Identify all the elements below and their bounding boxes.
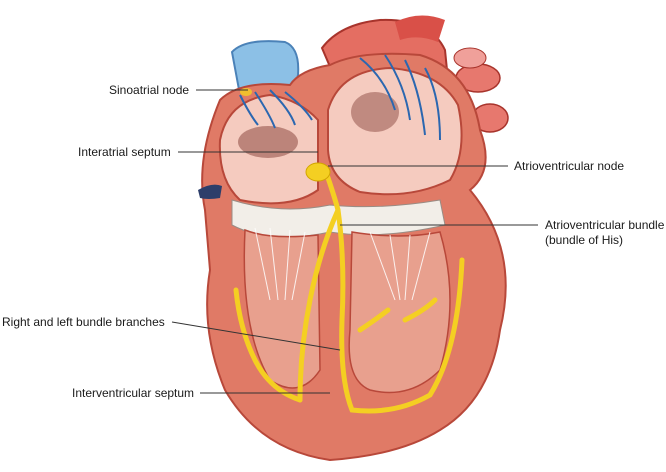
label-interatrial-septum: Interatrial septum: [78, 145, 171, 159]
label-atrioventricular-node: Atrioventricular node: [514, 159, 625, 173]
label-atrioventricular-bundle: Atrioventricular bundle: [545, 218, 665, 232]
chordae-tendineae: [254, 227, 431, 301]
left-ventricle: [348, 231, 451, 394]
av-node: [305, 162, 331, 182]
vena-cava-opening: [198, 184, 222, 199]
leader-lines: [171, 89, 538, 394]
label-bundle-branches: Right and left bundle branches: [2, 315, 165, 329]
atrial-nerve-fibers: [239, 54, 441, 141]
label-bundle-of-his: (bundle of His): [545, 233, 624, 247]
label-interventricular-septum: Interventricular septum: [72, 386, 195, 400]
conduction-system: [233, 169, 465, 414]
label-sinoatrial-node: Sinoatrial node: [109, 83, 190, 97]
sa-node: [240, 88, 252, 96]
left-atrium: [327, 66, 463, 196]
